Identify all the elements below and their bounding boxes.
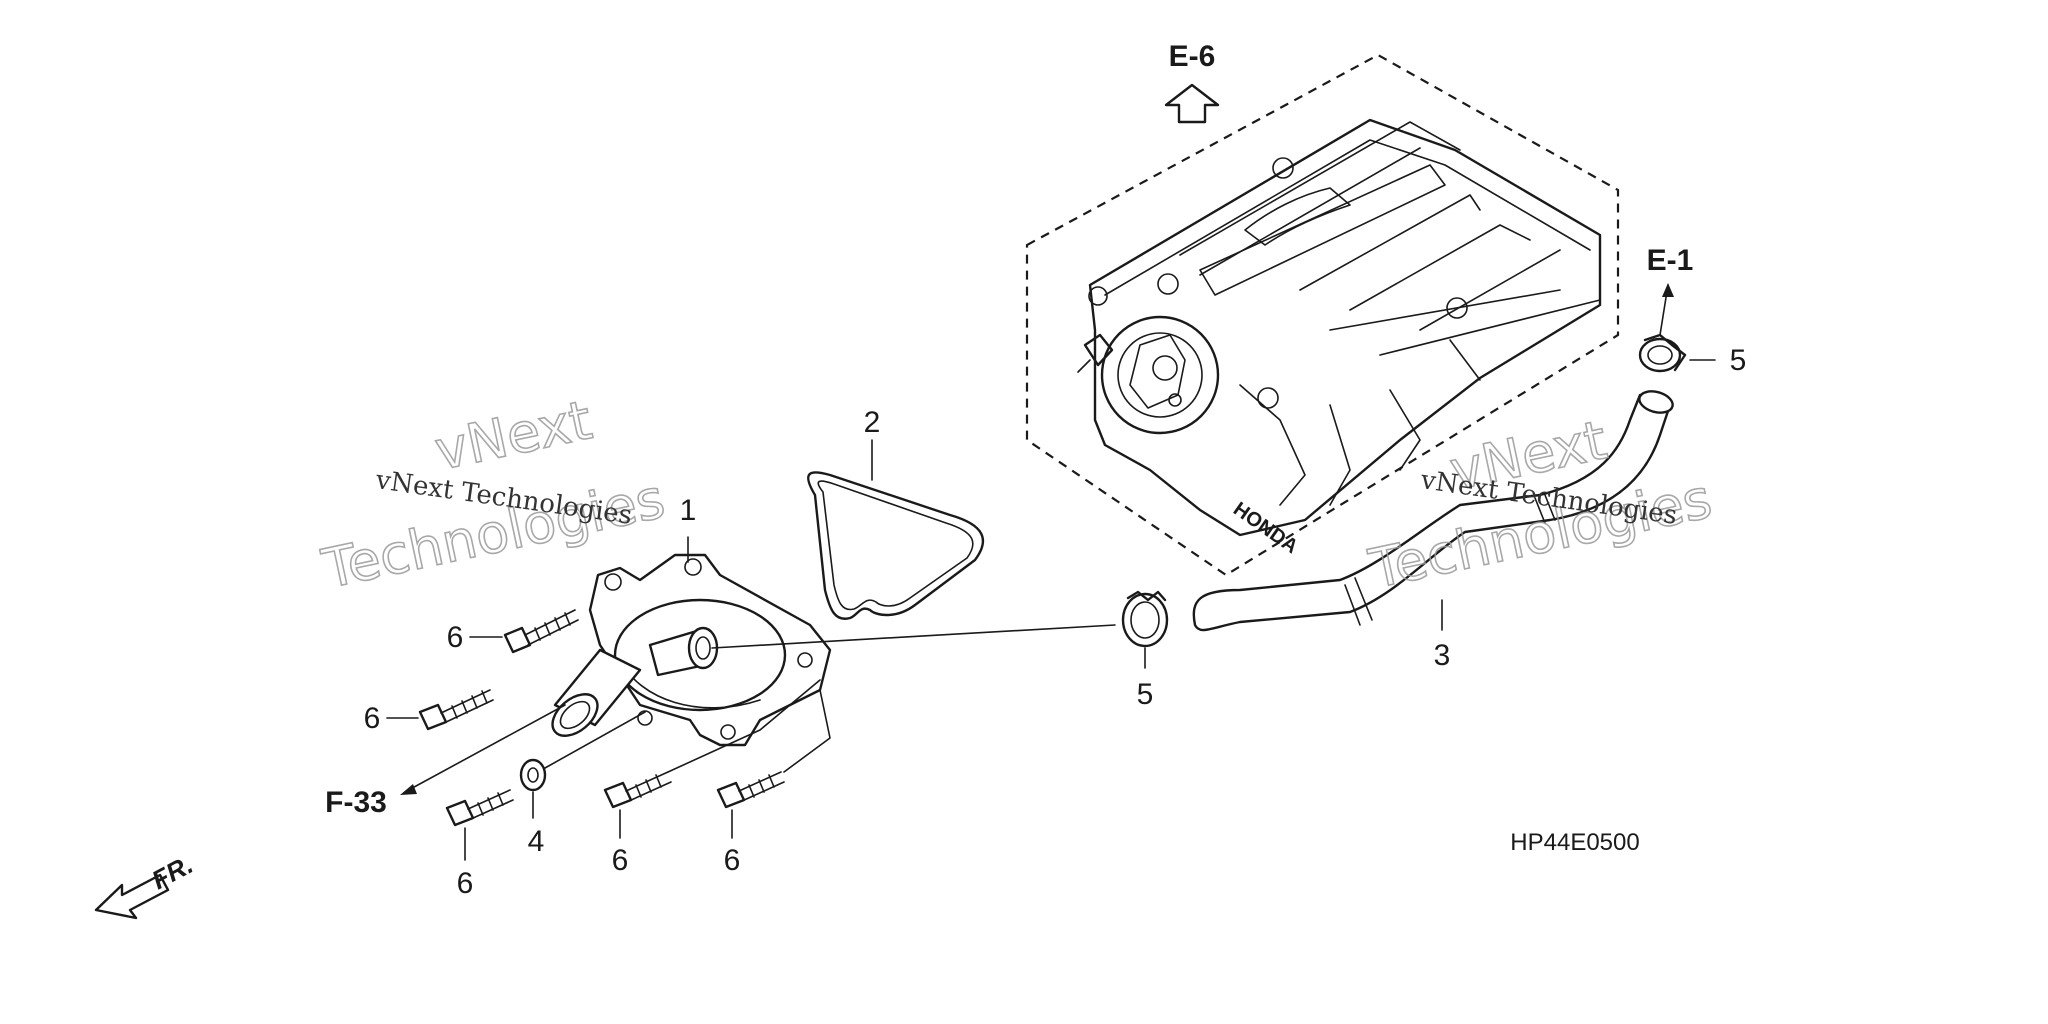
bolt-6c: 6 [445, 789, 514, 900]
callout-part-2: 2 [864, 406, 881, 439]
gasket-o-ring: 2 [807, 406, 985, 620]
callout-part-5-right: 5 [1730, 344, 1747, 377]
callout-part-6-b: 6 [364, 702, 381, 735]
callout-part-6-c: 6 [457, 867, 474, 900]
front-arrow-icon [94, 873, 170, 920]
ref-e1-arrow-icon [1662, 283, 1674, 297]
watermark-left-big-1: vNext [430, 388, 597, 482]
ref-e6-up-arrow-icon [1164, 83, 1220, 124]
engine-brand-text: HONDA [1229, 498, 1302, 558]
bolt-6d: 6 [603, 771, 672, 877]
hose-clamp-right: 5 [1638, 333, 1747, 377]
engine-dashed-outline [1025, 53, 1620, 577]
engine-block: HONDA [1025, 53, 1620, 577]
ref-e6-label: E-6 [1169, 40, 1216, 73]
hose-clamp-left: 5 [1121, 590, 1169, 711]
callout-part-3: 3 [1434, 639, 1451, 672]
ref-f33-arrow-icon [400, 784, 417, 795]
water-hose: 3 [1192, 390, 1674, 672]
leader-pump-to-clamp [711, 624, 1116, 649]
callout-part-1: 1 [680, 494, 697, 527]
bolt-6a: 6 [447, 609, 579, 654]
ref-e1-group: E-1 [1647, 244, 1694, 336]
ref-e1-label: E-1 [1647, 244, 1694, 277]
callout-part-5-left: 5 [1137, 678, 1154, 711]
water-pump-cover: 1 [551, 494, 832, 747]
ref-e6-group: E-6 [1164, 40, 1220, 124]
bolt-6b: 6 [364, 689, 494, 735]
callout-part-6-d: 6 [612, 844, 629, 877]
watermark-right: vNext Technologies vNext Technologies [1363, 407, 1718, 601]
washer: 4 [519, 711, 646, 858]
ref-f33-label: F-33 [325, 786, 387, 819]
bolt-6e: 6 [716, 771, 785, 877]
callout-part-4: 4 [528, 825, 545, 858]
callout-part-6-e: 6 [724, 844, 741, 877]
ref-f33-group: F-33 [325, 704, 566, 819]
leader-bolts-6d-6e [667, 679, 831, 773]
front-indicator: FR. [94, 849, 198, 920]
diagram-code: HP44E0500 [1510, 829, 1639, 856]
callout-part-6-a: 6 [447, 621, 464, 654]
